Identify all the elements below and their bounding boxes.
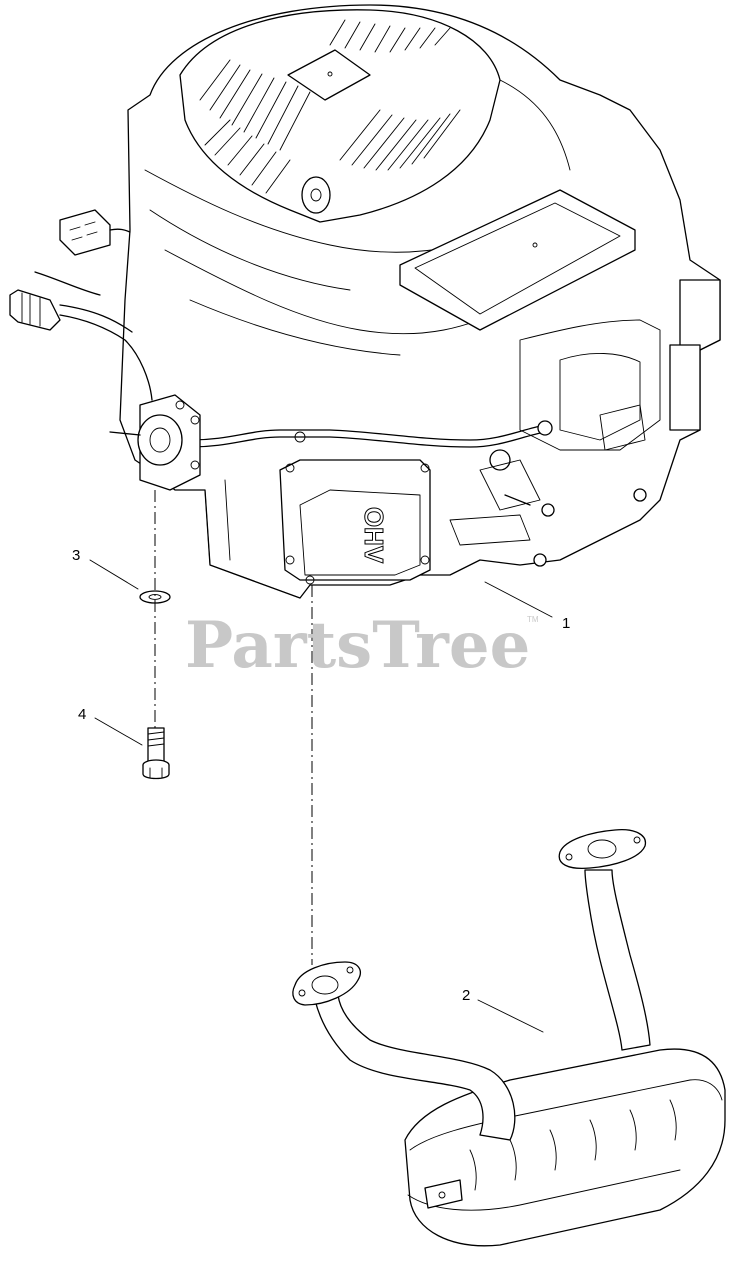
watermark-text: PartsTree [185,608,530,683]
blower-grille [199,19,461,194]
grille-cap [287,49,371,101]
callout-1: 1 [562,615,570,632]
callout-2: 2 [462,987,470,1004]
air-cleaner-cover [399,189,636,331]
leader-lines [89,559,553,1033]
muffler[interactable] [292,829,726,1247]
partstree-watermark: PartsTree TM [185,608,539,683]
ohv-marking: OHV [359,507,389,564]
valve-cover [279,459,431,581]
watermark-trademark: TM [527,615,539,624]
fuel-pump [109,394,201,491]
emblem [301,176,331,214]
alignment-lines [154,490,313,965]
fuel-filter [9,271,153,401]
callout-4: 4 [78,706,86,723]
engine-assembly[interactable]: OHV [9,4,721,599]
bolt[interactable] [142,727,170,780]
exhaust-flange-left [292,961,361,1006]
wire-connector [59,209,131,256]
callout-3: 3 [72,547,80,564]
exhaust-flange-right [558,829,647,870]
